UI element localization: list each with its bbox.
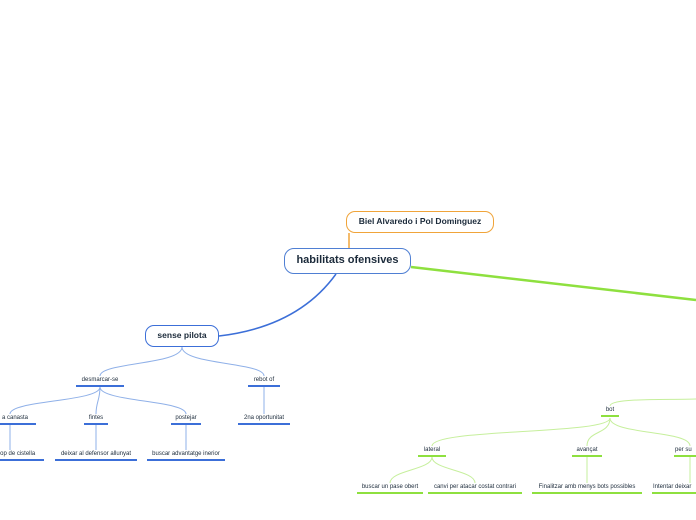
subtopic-bot[interactable]: bot	[601, 406, 619, 417]
subtopic-2na-oportunitat[interactable]: 2na oportunitat	[238, 414, 290, 425]
subtopic-prop-de-cistella[interactable]: prop de cistella	[0, 450, 44, 461]
subtopic-canvi-atacar[interactable]: canvi per atacar costat contrari	[428, 483, 522, 494]
subtopic-postejar[interactable]: postejar	[171, 414, 201, 425]
link-bot-lateral	[431, 417, 611, 447]
link-sense-rebot	[181, 346, 265, 377]
link-lateral-buscar	[389, 456, 433, 484]
subtopic-finalitzar[interactable]: Finalitzar amb menys bots possibles	[532, 483, 642, 494]
subtopic-fintes[interactable]: fintes	[84, 414, 108, 425]
subtopic-buscar-advantatge[interactable]: buscar advantatge inerior	[147, 450, 225, 461]
subtopic-per-su[interactable]: per su	[674, 446, 696, 457]
link-desmarcar-fintes	[95, 386, 101, 415]
author-node[interactable]: Biel Alvaredo i Pol Dominguez	[346, 211, 494, 233]
link-desmarcar-postejar	[99, 386, 187, 415]
subtopic-deixar-al-defensor[interactable]: deixar al defensor allunyat	[55, 450, 137, 461]
subtopic-desmarcar-se[interactable]: desmarcar-se	[76, 376, 124, 387]
subtopic-buscar-pase-obert[interactable]: buscar un pase obert	[357, 483, 423, 494]
subtopic-rebot-of[interactable]: rebot of	[248, 376, 280, 387]
link-central-green-branch	[410, 265, 696, 302]
topic-sense-pilota[interactable]: sense pilota	[145, 325, 219, 347]
link-central-sense-pilota	[218, 273, 337, 337]
link-bot-avancat	[586, 417, 611, 447]
subtopic-a-canasta[interactable]: a canasta	[0, 414, 36, 425]
link-offscreen-bot	[609, 398, 696, 407]
link-lateral-canvi	[431, 456, 476, 484]
subtopic-intentar-deixar[interactable]: Intentar deixar	[652, 483, 696, 494]
link-sense-desmarcar	[99, 346, 183, 377]
link-bot-persu	[609, 417, 691, 447]
link-desmarcar-canasta	[9, 386, 101, 415]
subtopic-lateral[interactable]: lateral	[418, 446, 446, 457]
subtopic-avancat[interactable]: avançat	[572, 446, 602, 457]
central-topic[interactable]: habilitats ofensives	[284, 248, 411, 274]
